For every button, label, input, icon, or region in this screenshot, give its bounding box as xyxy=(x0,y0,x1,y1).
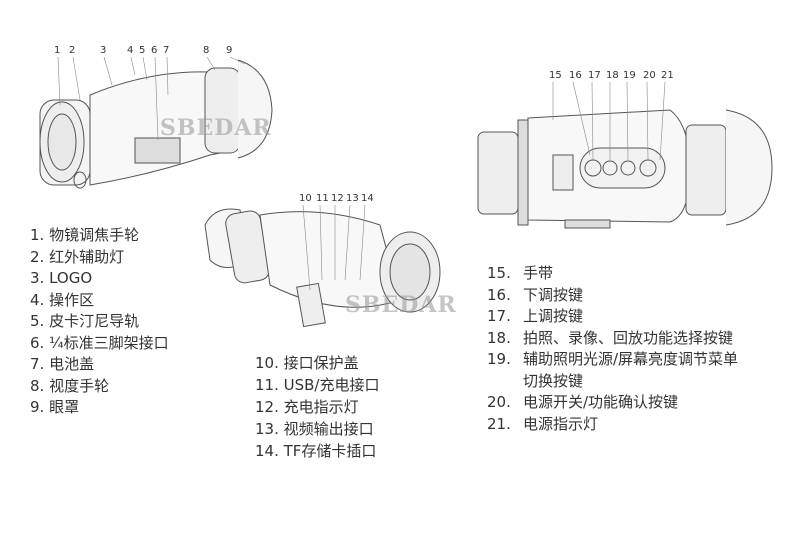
callout-number: 10 xyxy=(299,193,312,204)
callout-number: 16 xyxy=(569,70,582,81)
list-item: 切换按键 xyxy=(487,371,738,393)
list-item: 19. 辅助照明光源/屏幕亮度调节菜单 xyxy=(487,349,738,371)
item-number xyxy=(487,371,523,393)
callout-number: 15 xyxy=(549,70,562,81)
list-item: 5. 皮卡汀尼导轨 xyxy=(30,312,140,330)
list-item: 11. USB/充电接口 xyxy=(255,376,380,394)
parts-list-left: 1. 物镜调焦手轮 2. 红外辅助灯 3. LOGO 4. 操作区 5. 皮卡汀… xyxy=(30,225,169,419)
list-item: 18. 拍照、录像、回放功能选择按键 xyxy=(487,328,738,350)
list-item: 6. ¼标准三脚架接口 xyxy=(30,333,169,352)
callout-number: 19 xyxy=(623,70,636,81)
callout-number: 18 xyxy=(606,70,619,81)
callout-number: 4 xyxy=(127,45,134,56)
callout-number: 2 xyxy=(69,45,76,56)
callout-number: 7 xyxy=(163,45,170,56)
list-item: 15. 手带 xyxy=(487,263,738,285)
list-item: 3. LOGO xyxy=(30,269,93,287)
list-item: 17. 上调按键 xyxy=(487,306,738,328)
list-item: 2. 红外辅助灯 xyxy=(30,247,125,266)
callout-number: 5 xyxy=(139,45,146,56)
item-number: 16. xyxy=(487,285,511,304)
parts-list-right: 15.手带 16.下调按键 17.上调按键 18.拍照、录像、回放功能选择按键 … xyxy=(487,263,738,435)
list-item: 9. 眼罩 xyxy=(30,398,80,416)
list-item: 8. 视度手轮 xyxy=(30,376,110,395)
callout-number: 6 xyxy=(151,45,158,56)
callout-number: 9 xyxy=(226,45,233,56)
list-item: 4. 操作区 xyxy=(30,290,95,309)
item-text: 切换按键 xyxy=(523,371,584,390)
item-number: 21. xyxy=(487,414,511,433)
list-item: 21. 电源指示灯 xyxy=(487,414,738,436)
callout-number: 1 xyxy=(54,45,61,56)
device-angled-view xyxy=(204,204,441,328)
list-item: 12. 充电指示灯 xyxy=(255,398,359,416)
item-number: 18. xyxy=(487,328,511,347)
item-text: 下调按键 xyxy=(523,285,584,304)
callout-number: 20 xyxy=(643,70,656,81)
callout-number: 14 xyxy=(361,193,374,204)
item-text: 手带 xyxy=(523,264,554,282)
list-item: 10. 接口保护盖 xyxy=(255,354,359,372)
callout-number: 13 xyxy=(346,193,359,204)
list-item: 16. 下调按键 xyxy=(487,285,738,307)
callout-number: 21 xyxy=(661,70,674,81)
callout-number: 17 xyxy=(588,70,601,81)
callout-number: 12 xyxy=(331,193,344,204)
item-text: 电源指示灯 xyxy=(523,414,599,433)
list-item: 14. TF存储卡插口 xyxy=(255,442,377,460)
item-number: 20. xyxy=(487,393,511,411)
parts-list-middle: 10. 接口保护盖 11. USB/充电接口 12. 充电指示灯 13. 视频输… xyxy=(255,352,379,462)
device-side-view xyxy=(39,56,273,189)
item-text: 拍照、录像、回放功能选择按键 xyxy=(523,328,734,347)
callout-number: 8 xyxy=(203,45,210,56)
item-text: 辅助照明光源/屏幕亮度调节菜单 xyxy=(523,350,739,368)
item-text: 电源开关/功能确认按键 xyxy=(523,393,679,411)
list-item: 13. 视频输出接口 xyxy=(255,420,374,438)
callout-number: 11 xyxy=(316,193,329,204)
item-text: 上调按键 xyxy=(523,307,584,325)
callout-number: 3 xyxy=(100,45,107,56)
device-top-view xyxy=(477,81,773,229)
item-number: 19. xyxy=(487,350,511,368)
list-item: 20. 电源开关/功能确认按键 xyxy=(487,392,738,414)
item-number: 17. xyxy=(487,307,511,325)
watermark: SBEDAR xyxy=(345,292,457,318)
list-item: 1. 物镜调焦手轮 xyxy=(30,226,140,244)
list-item: 7. 电池盖 xyxy=(30,355,95,373)
item-number: 15. xyxy=(487,264,511,282)
watermark: SBEDAR xyxy=(160,115,272,141)
